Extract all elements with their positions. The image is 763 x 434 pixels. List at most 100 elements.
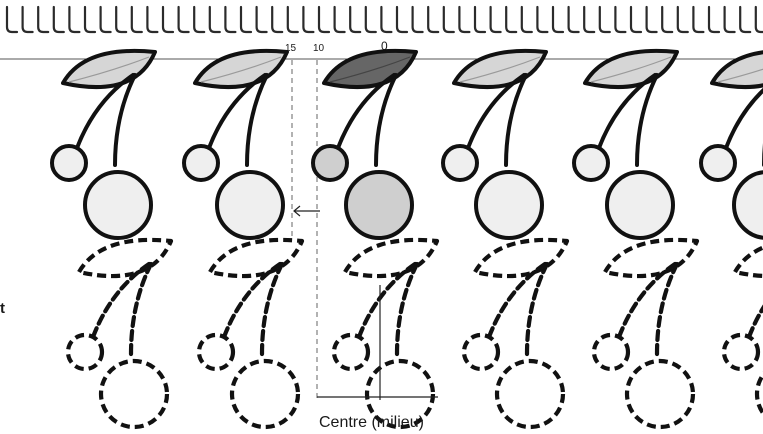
cherry-berry-large [83, 170, 153, 240]
stitch-mark [427, 5, 440, 34]
stitch-mark [739, 5, 752, 34]
cherry-stem-right [374, 73, 398, 167]
scale-label-0: 0 [381, 39, 388, 53]
stitch-mark [21, 5, 34, 34]
cherry-leaf [602, 237, 700, 279]
cherry-stem-left [221, 261, 283, 340]
cherry-berry-small [461, 332, 501, 372]
cherry-leaf-vein [329, 56, 411, 83]
stitch-mark [754, 5, 763, 34]
stitch-mark [302, 5, 315, 34]
stitch-mark [255, 5, 268, 34]
stitch-mark [661, 5, 674, 34]
stitch-mark [505, 5, 518, 34]
cherry-stem-left [75, 73, 135, 150]
dashed-cherry-row [65, 237, 763, 430]
solid-cherry-motif-3 [311, 48, 418, 240]
cherry-berry-small [721, 332, 761, 372]
stitch-mark [473, 5, 487, 34]
cherry-stem-right [128, 261, 154, 357]
stitch-mark [551, 5, 565, 34]
stitch-mark [286, 5, 299, 34]
stitch-mark [629, 5, 643, 34]
dashed-cherry-motif-5 [591, 237, 700, 430]
centre-label: Centre (milieu) [319, 414, 424, 431]
cherry-stem-left [356, 261, 418, 340]
solid-cherry-motif-2 [182, 48, 289, 240]
stitch-mark [411, 5, 424, 34]
stitch-mark [208, 5, 221, 34]
cherry-stem-left [207, 73, 267, 150]
cherry-stem-left [486, 261, 548, 340]
cherry-berry-small [331, 332, 371, 372]
cherry-berry-large [474, 170, 544, 240]
solid-cherry-row [50, 48, 763, 240]
dashed-cherry-motif-6 [721, 245, 763, 417]
stitch-mark [364, 5, 377, 34]
stitch-mark [458, 5, 471, 34]
stitch-mark [567, 5, 580, 34]
stitch-mark [536, 5, 549, 34]
cherry-leaf [472, 237, 570, 279]
cherry-berry-small [699, 144, 737, 182]
cherry-leaf [583, 48, 679, 90]
stitch-mark [489, 5, 502, 34]
cherry-stem-left [746, 304, 763, 340]
stitch-mark [146, 5, 159, 34]
cherry-leaf-vein [200, 56, 282, 83]
cherry-leaf [322, 48, 418, 90]
cherry-berry-large [364, 358, 436, 430]
stitch-mark [520, 5, 533, 34]
dashed-cherry-motif-2 [196, 237, 305, 430]
stitch-mark [193, 5, 206, 34]
cherry-stem-left [336, 73, 396, 150]
stitch-mark [380, 5, 393, 34]
cherry-stem-right [504, 73, 528, 167]
cherry-leaf [76, 237, 174, 279]
stitch-mark [349, 5, 362, 34]
cherry-stem-right [394, 261, 420, 357]
stitch-mark [239, 5, 253, 34]
stitch-mark [317, 5, 331, 34]
cherry-leaf [452, 48, 548, 90]
cherry-berry-large [344, 170, 414, 240]
cherry-leaf [342, 237, 440, 279]
cherry-stem-right [113, 73, 137, 167]
cherry-berry-large [754, 371, 763, 417]
cherry-leaf [732, 245, 763, 278]
stitch-mark [37, 5, 50, 34]
left-partial-label: t [0, 300, 5, 317]
stitch-mark [707, 5, 721, 34]
cherry-leaf [207, 237, 305, 279]
cherry-berry-small [441, 144, 479, 182]
stitch-mark [52, 5, 65, 34]
cherry-berry-large [732, 170, 763, 240]
cherry-leaf [193, 48, 289, 90]
solid-cherry-motif-5 [572, 48, 679, 240]
cherry-berry-small [196, 332, 236, 372]
stitch-mark [115, 5, 128, 34]
stitch-mark [442, 5, 455, 34]
cherry-berry-small [591, 332, 631, 372]
cherry-stem-right [635, 73, 659, 167]
stitch-mark [333, 5, 346, 34]
stitch-mark [130, 5, 143, 34]
cherry-berry-large [215, 170, 285, 240]
cherry-berry-large [605, 170, 675, 240]
arrow-left-icon [293, 205, 320, 217]
stitch-mark [83, 5, 97, 34]
cherry-leaf-vein [68, 56, 150, 83]
solid-cherry-motif-6 [699, 50, 763, 240]
cherry-stem-left [616, 261, 678, 340]
stitch-mark [395, 5, 409, 34]
stitch-mark [614, 5, 627, 34]
stitch-mark [68, 5, 81, 34]
stitch-mark [5, 5, 19, 34]
solid-cherry-motif-4 [441, 48, 548, 240]
cherry-berry-small [50, 144, 88, 182]
dashed-cherry-motif-3 [331, 237, 440, 430]
cherry-stem-right [524, 261, 550, 357]
cherry-leaf-vein [717, 68, 763, 83]
cherry-stem-right [654, 261, 680, 357]
